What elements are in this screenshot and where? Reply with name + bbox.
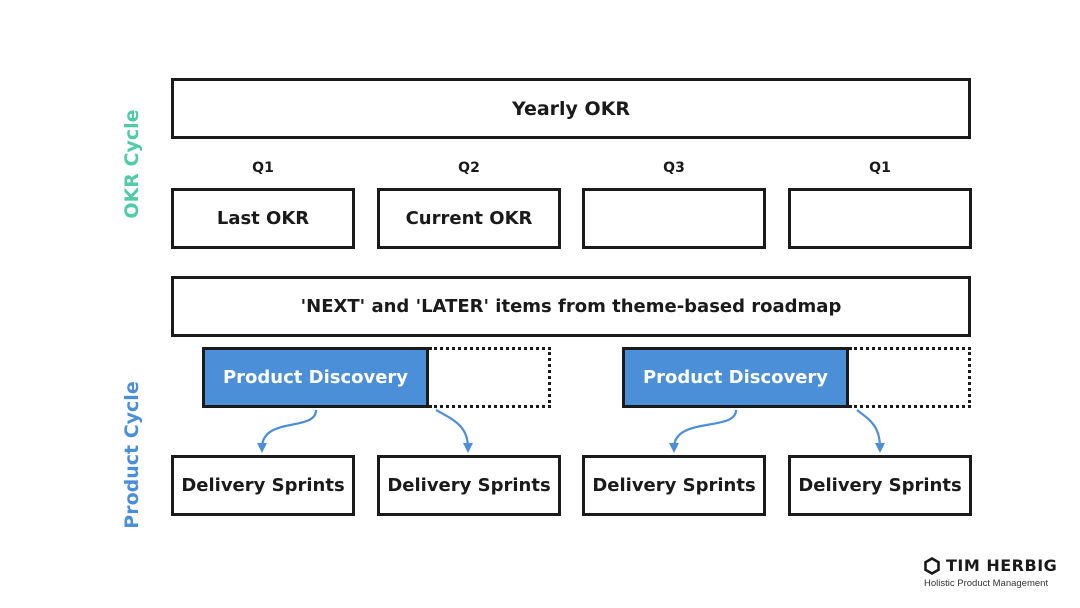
yearly-okr-box: Yearly OKR [171, 78, 971, 139]
delivery-sprints-box: Delivery Sprints [171, 455, 355, 516]
arrow-discovery-to-sprint-1 [257, 409, 318, 453]
current-okr-box: Current OKR [377, 188, 561, 249]
roadmap-items-box: 'NEXT' and 'LATER' items from theme-base… [171, 276, 971, 337]
arrow-discovery-to-sprint-2 [435, 409, 473, 453]
next-q1-okr-box [788, 188, 972, 249]
quarter-label: Q2 [458, 160, 480, 176]
product-discovery-box: Product Discovery [622, 347, 849, 408]
arrow-discovery-to-sprint-3 [669, 409, 738, 453]
q3-okr-box [582, 188, 766, 249]
delivery-sprints-box: Delivery Sprints [377, 455, 561, 516]
product-discovery-box: Product Discovery [202, 347, 429, 408]
arrow-discovery-to-sprint-4 [856, 409, 885, 453]
brand-tagline: Holistic Product Management [924, 578, 1049, 589]
brand-logo: TIM HERBIG Holistic Product Management [924, 556, 1057, 589]
delivery-sprints-box: Delivery Sprints [788, 455, 972, 516]
quarter-label: Q1 [252, 160, 274, 176]
last-okr-box: Last OKR [171, 188, 355, 249]
quarter-label: Q1 [869, 160, 891, 176]
brand-name: TIM HERBIG [946, 556, 1058, 575]
discovery-extension-dotted [849, 347, 971, 408]
hexagon-icon [924, 556, 940, 575]
delivery-sprints-box: Delivery Sprints [582, 455, 766, 516]
quarter-label: Q3 [663, 160, 685, 176]
discovery-extension-dotted [429, 347, 551, 408]
